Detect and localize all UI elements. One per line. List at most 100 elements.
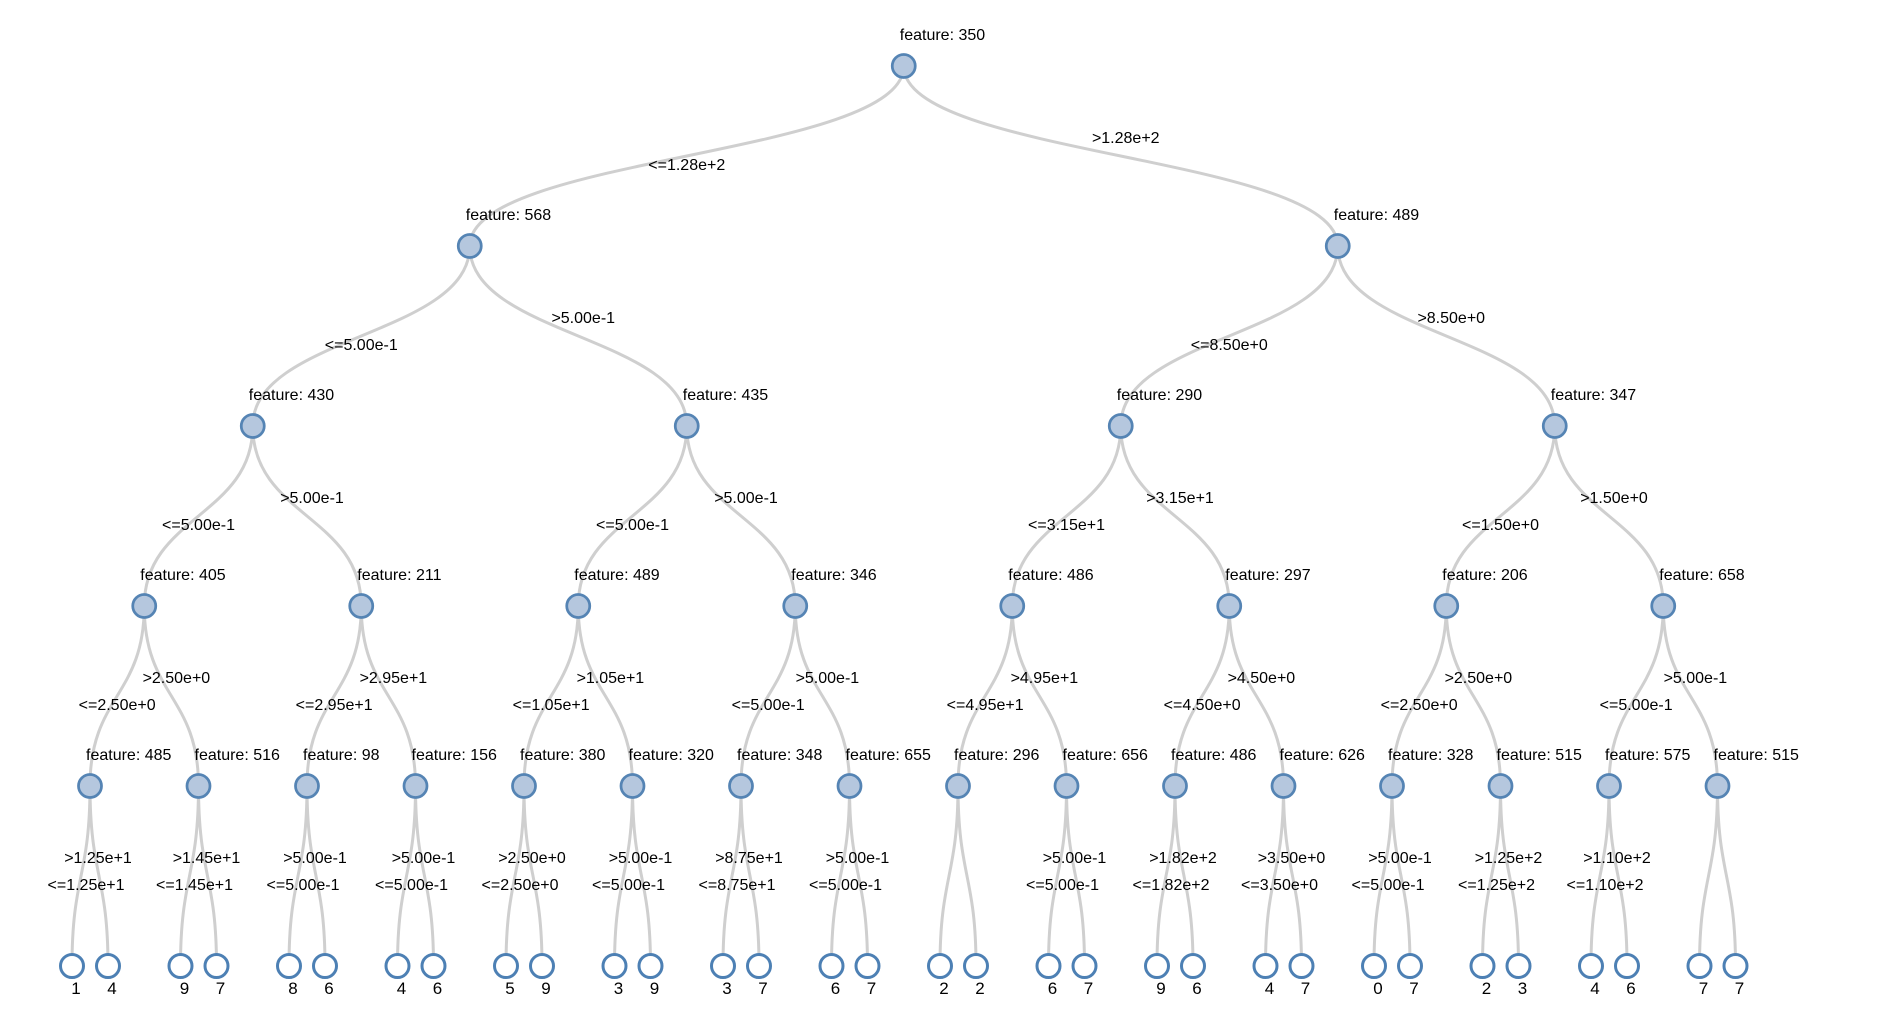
- split-right-label: >3.15e+1: [1146, 490, 1214, 507]
- split-right-label: >4.95e+1: [1011, 670, 1079, 687]
- internal-node-346[interactable]: [782, 593, 809, 619]
- tree-edge-right: [793, 604, 851, 788]
- tree-edge-left: [504, 784, 526, 968]
- internal-node-515[interactable]: [1487, 773, 1514, 799]
- internal-node-515[interactable]: [1704, 773, 1731, 799]
- split-right-label: >5.00e-1: [283, 850, 347, 867]
- split-left-label: <=3.50e+0: [1241, 877, 1318, 894]
- leaf-node: [963, 953, 989, 979]
- tree-edge-left: [830, 784, 851, 968]
- leaf-node: [1614, 953, 1640, 979]
- tree-edge-left: [522, 604, 580, 788]
- internal-node-350[interactable]: [890, 53, 917, 79]
- tree-edge-right: [1553, 424, 1665, 608]
- internal-node-211[interactable]: [348, 593, 375, 619]
- internal-node-656[interactable]: [1053, 773, 1080, 799]
- internal-node-485[interactable]: [77, 773, 103, 799]
- internal-node-575[interactable]: [1596, 773, 1622, 799]
- split-right-label: >1.25e+2: [1475, 850, 1543, 867]
- leaf-node: [854, 953, 881, 979]
- leaf-value-label: 9: [1156, 979, 1165, 998]
- split-left-label: <=5.00e-1: [375, 877, 448, 894]
- tree-edge-right: [1499, 784, 1520, 968]
- internal-node-405[interactable]: [131, 593, 158, 619]
- internal-node-655[interactable]: [836, 773, 863, 799]
- leaf-node: [1071, 953, 1098, 979]
- split-right-label: >1.45e+1: [173, 850, 241, 867]
- tree-edge-left: [468, 64, 906, 248]
- split-right-label: >5.00e-1: [1368, 850, 1432, 867]
- internal-node-626[interactable]: [1270, 773, 1297, 799]
- internal-node-568[interactable]: [456, 233, 483, 259]
- internal-node-206[interactable]: [1433, 593, 1460, 619]
- split-right-label: >1.28e+2: [1092, 130, 1160, 147]
- tree-edge-left: [1390, 604, 1448, 788]
- internal-node-320[interactable]: [619, 773, 646, 799]
- internal-node-296[interactable]: [945, 773, 971, 799]
- split-left-label: <=1.45e+1: [156, 877, 233, 894]
- leaf-value-label: 8: [288, 979, 297, 998]
- tree-edge-left: [956, 604, 1014, 788]
- tree-edge-right: [522, 784, 544, 968]
- feature-label: feature: 350: [900, 27, 986, 44]
- leaf-node: [1469, 953, 1496, 979]
- internal-node-347[interactable]: [1541, 413, 1568, 439]
- leaf-value-label: 3: [614, 979, 623, 998]
- leaf-node: [1144, 953, 1170, 979]
- split-right-label: >8.75e+1: [715, 850, 783, 867]
- internal-node-328[interactable]: [1379, 773, 1405, 799]
- internal-node-486[interactable]: [1162, 773, 1188, 799]
- tree-edge-left: [305, 604, 363, 788]
- tree-edge-left: [396, 784, 417, 968]
- internal-node-380[interactable]: [511, 773, 537, 799]
- split-left-label: <=1.28e+2: [648, 157, 725, 174]
- internal-node-486[interactable]: [999, 593, 1026, 619]
- split-left-label: <=5.00e-1: [809, 877, 882, 894]
- tree-edge-right: [1716, 784, 1737, 968]
- split-right-label: >5.00e-1: [609, 850, 673, 867]
- internal-node-348[interactable]: [728, 773, 754, 799]
- split-left-label: <=5.00e-1: [592, 877, 665, 894]
- internal-node-658[interactable]: [1650, 593, 1677, 619]
- tree-edge-left: [1607, 604, 1665, 788]
- tree-edge-right: [1661, 604, 1719, 788]
- internal-node-516[interactable]: [185, 773, 212, 799]
- split-left-label: <=2.50e+0: [482, 877, 559, 894]
- split-right-label: >1.10e+2: [1583, 850, 1651, 867]
- leaf-value-label: 2: [975, 979, 984, 998]
- tree-edge-right: [414, 784, 435, 968]
- tree-edge-right: [956, 784, 978, 968]
- tree-edge-left: [142, 424, 255, 608]
- leaf-node: [1686, 953, 1713, 979]
- leaf-node: [1578, 953, 1604, 979]
- leaf-node: [1361, 953, 1387, 979]
- tree-edge-right: [359, 604, 417, 788]
- split-right-label: >2.50e+0: [143, 670, 211, 687]
- feature-label: feature: 405: [140, 567, 226, 584]
- internal-node-430[interactable]: [239, 413, 266, 439]
- leaf-node: [493, 953, 519, 979]
- feature-label: feature: 290: [1117, 387, 1203, 404]
- leaf-value-label: 9: [650, 979, 659, 998]
- split-right-label: >5.00e-1: [551, 310, 615, 327]
- split-left-label: <=1.82e+2: [1133, 877, 1210, 894]
- tree-edge-left: [1010, 424, 1123, 608]
- internal-node-290[interactable]: [1107, 413, 1134, 439]
- feature-label: feature: 156: [412, 747, 498, 764]
- leaf-value-label: 4: [1590, 979, 1599, 998]
- split-right-label: >1.50e+0: [1580, 490, 1648, 507]
- internal-node-156[interactable]: [402, 773, 429, 799]
- internal-node-489[interactable]: [565, 593, 592, 619]
- internal-node-435[interactable]: [673, 413, 700, 439]
- leaf-value-label: 1: [71, 979, 80, 998]
- internal-node-297[interactable]: [1216, 593, 1243, 619]
- leaf-value-label: 9: [541, 979, 550, 998]
- internal-node-98[interactable]: [294, 773, 320, 799]
- split-left-label: <=2.50e+0: [1381, 697, 1458, 714]
- split-left-label: <=5.00e-1: [596, 517, 669, 534]
- leaf-node: [167, 953, 194, 979]
- internal-node-489[interactable]: [1324, 233, 1351, 259]
- leaf-node: [1252, 953, 1279, 979]
- leaf-node: [384, 953, 411, 979]
